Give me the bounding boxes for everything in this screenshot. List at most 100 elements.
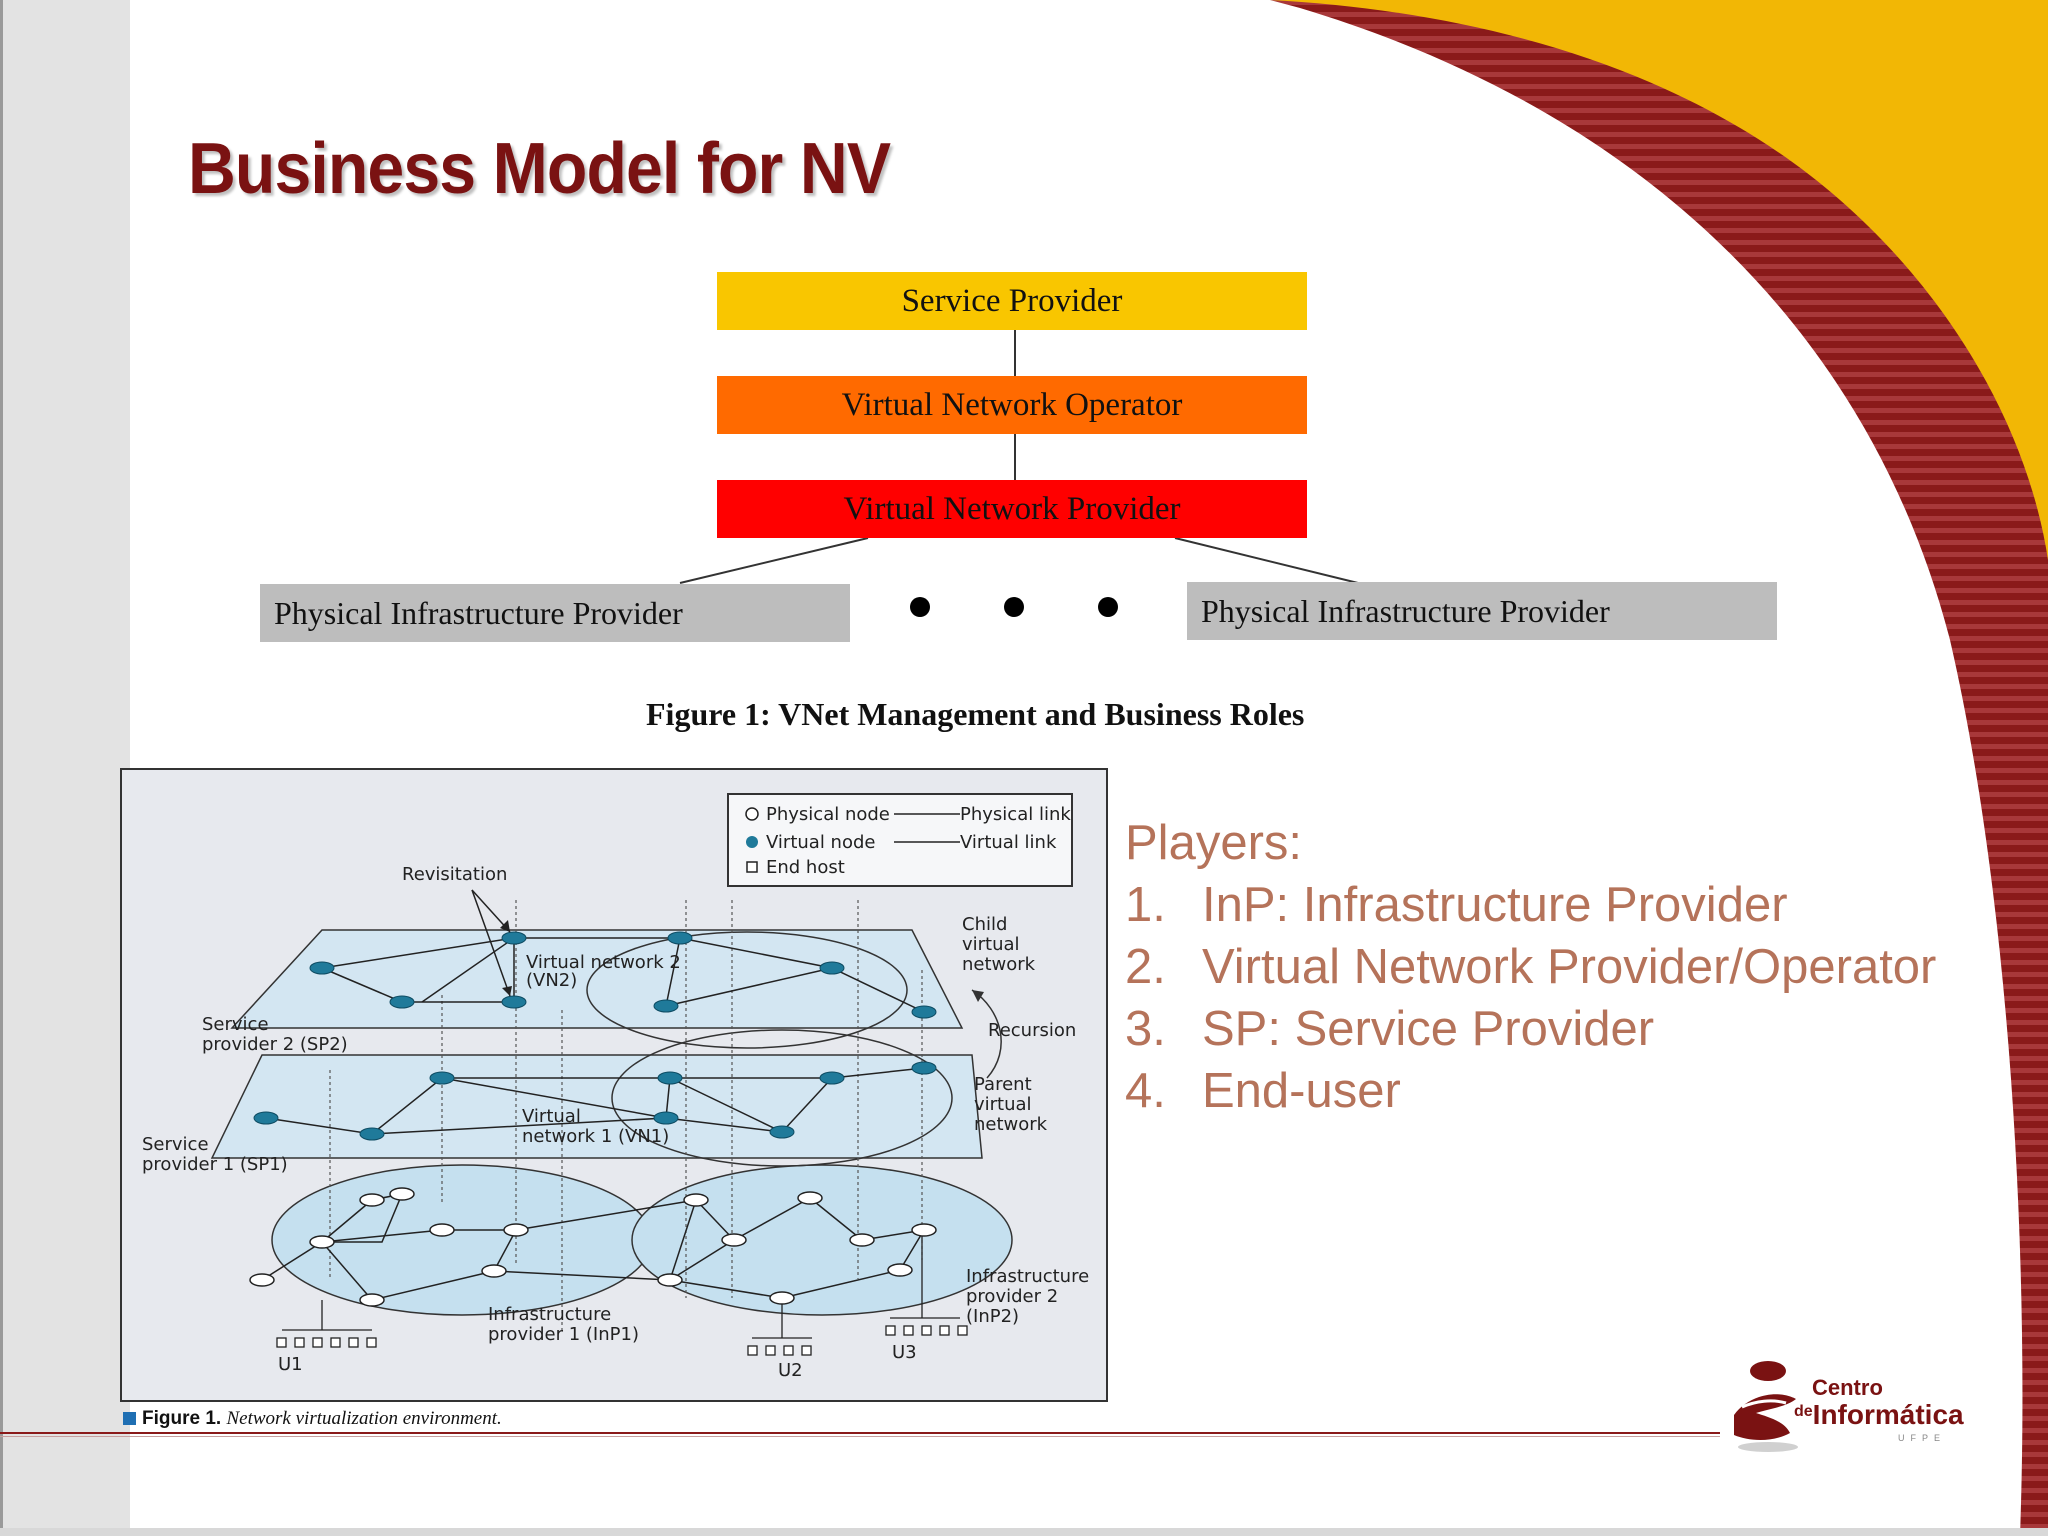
players-heading: Players: (1125, 816, 1303, 870)
label-inp2: provider 2 (966, 1286, 1058, 1307)
label-parent-network: network (974, 1114, 1048, 1135)
virtual-node (657, 1071, 683, 1085)
physical-node (849, 1233, 875, 1247)
list-item-number: 3. (1125, 1002, 1166, 1056)
label-parent-network: Parent (974, 1074, 1032, 1095)
end-host (747, 1345, 758, 1356)
label-u1: U1 (278, 1354, 303, 1375)
virtual-node (253, 1111, 279, 1125)
list-item-text: SP: Service Provider (1202, 1002, 1655, 1056)
physical-node (887, 1263, 913, 1277)
list-item: 3. SP: Service Provider (1125, 998, 1936, 1060)
label-sp2: provider 2 (SP2) (202, 1034, 348, 1055)
physical-node (911, 1223, 937, 1237)
label-inp2: Infrastructure (966, 1266, 1089, 1287)
list-item: 4. End-user (1125, 1060, 1936, 1122)
label-sp1: provider 1 (SP1) (142, 1154, 288, 1175)
virtual-node (429, 1071, 455, 1085)
legend-physical-node: Physical node (766, 804, 890, 825)
end-host (939, 1325, 950, 1336)
virtual-node (653, 999, 679, 1013)
virtual-node (769, 1125, 795, 1139)
label-vn1: Virtual (522, 1106, 581, 1127)
end-host (921, 1325, 932, 1336)
label-vn2: (VN2) (526, 970, 577, 991)
end-host (903, 1325, 914, 1336)
physical-node (683, 1193, 709, 1207)
child-virtual-network-ellipse (586, 931, 908, 1049)
legend-box (727, 793, 1073, 887)
physical-node (503, 1223, 529, 1237)
ellipsis-dot (1004, 597, 1024, 617)
label-inp2: (InP2) (966, 1306, 1019, 1327)
vn2-plane (230, 929, 964, 1029)
virtual-node (911, 1005, 937, 1019)
figure2-caption-label: Figure 1. (142, 1408, 222, 1429)
physical-infrastructure-provider-left-box: Physical Infrastructure Provider (260, 584, 850, 642)
virtual-node (501, 931, 527, 945)
physical-node (249, 1273, 275, 1287)
centro-de-informatica-logo: Centro deInformática UFPE (1728, 1355, 1998, 1455)
legend-virtual-node: Virtual node (766, 832, 875, 853)
end-host (765, 1345, 776, 1356)
label-recursion: Recursion (988, 1020, 1076, 1041)
footer-divider-shadow (0, 1436, 1720, 1437)
label-inp1: Infrastructure (488, 1304, 611, 1325)
list-item: 2.Virtual Network Provider/Operator (1125, 936, 1936, 998)
label-inp1: provider 1 (InP1) (488, 1324, 639, 1345)
logo-line1: Centro (1812, 1375, 1883, 1400)
figure1-caption: Figure 1: VNet Management and Business R… (646, 696, 1305, 732)
inp2-ellipse (631, 1164, 1013, 1316)
label-parent-network: virtual (974, 1094, 1032, 1115)
logo-line2-main: Informática (1812, 1399, 1964, 1430)
legend-end-host: End host (766, 857, 845, 878)
parent-virtual-network-ellipse (611, 1029, 953, 1167)
label-vn2: Virtual network 2 (526, 952, 681, 973)
logo-line2-prefix: de (1794, 1403, 1813, 1420)
left-margin-bar (0, 0, 130, 1536)
end-host (330, 1337, 341, 1348)
legend-virtual-link: Virtual link (960, 832, 1057, 853)
caption-square-icon (123, 1412, 136, 1425)
virtual-node (819, 1071, 845, 1085)
end-host (957, 1325, 968, 1336)
legend-physical-link: Physical link (960, 804, 1071, 825)
label-child-network: virtual (962, 934, 1020, 955)
end-host (348, 1337, 359, 1348)
label-sp2: Service (202, 1014, 269, 1035)
virtual-node (359, 1127, 385, 1141)
end-host (276, 1337, 287, 1348)
end-host (294, 1337, 305, 1348)
bottom-strip (0, 1528, 2048, 1536)
list-item-number: 4. (1125, 1064, 1166, 1118)
physical-node (359, 1293, 385, 1307)
end-host-legend-icon (746, 861, 758, 873)
virtual-network-provider-box: Virtual Network Provider (717, 480, 1307, 538)
label-child-network: network (962, 954, 1036, 975)
end-host (801, 1345, 812, 1356)
list-item-number: 2. (1125, 940, 1166, 994)
end-host (783, 1345, 794, 1356)
physical-node (481, 1264, 507, 1278)
physical-infrastructure-provider-right-box: Physical Infrastructure Provider (1187, 582, 1777, 640)
players-list: Players: 1.InP: Infrastructure Provider … (1125, 812, 1936, 1122)
physical-node (797, 1191, 823, 1205)
logo-line3: UFPE (1898, 1433, 1947, 1443)
virtual-node (389, 995, 415, 1009)
figure2-caption-text: Network virtualization environment. (226, 1408, 502, 1429)
virtual-node (501, 995, 527, 1009)
end-host (366, 1337, 377, 1348)
virtual-node (653, 1111, 679, 1125)
ellipsis-dot (910, 597, 930, 617)
virtual-node (309, 961, 335, 975)
physical-node (721, 1233, 747, 1247)
list-item: 1.InP: Infrastructure Provider (1125, 874, 1936, 936)
ellipsis-dot (1098, 597, 1118, 617)
list-item-text: End-user (1202, 1064, 1401, 1118)
virtual-node-legend-icon (746, 836, 758, 848)
end-host (312, 1337, 323, 1348)
logo-line2: deInformática (1794, 1399, 1964, 1431)
physical-node (309, 1235, 335, 1249)
physical-node (657, 1273, 683, 1287)
